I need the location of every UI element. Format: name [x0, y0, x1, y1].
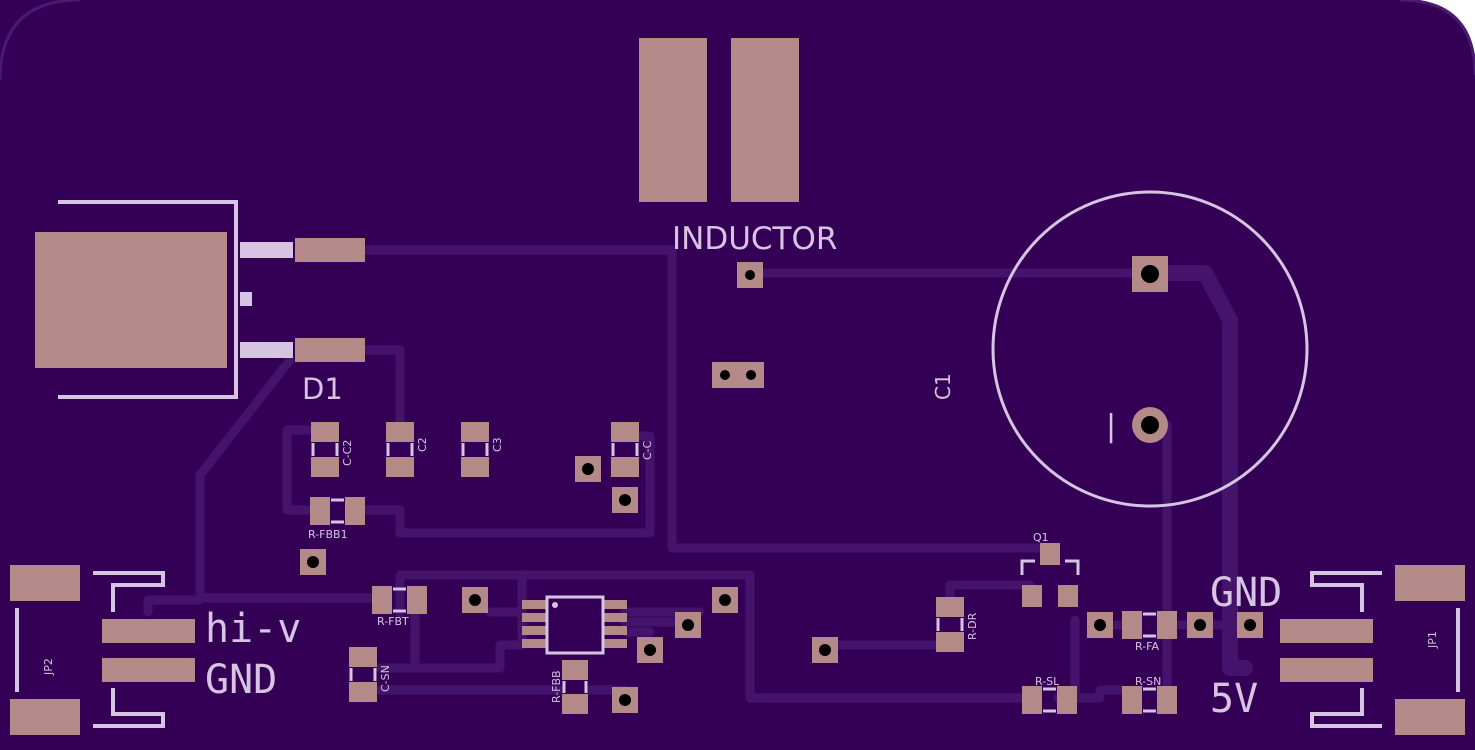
board-outline-corner-left: [0, 0, 81, 81]
c1-outline: [991, 190, 1309, 508]
jp2-outline-top: [93, 571, 165, 612]
jp1-pin-1[interactable]: [1280, 619, 1373, 643]
jp1-mount-pad-bottom[interactable]: [1395, 699, 1465, 735]
jp1-pin-2[interactable]: [1280, 658, 1373, 682]
capacitor-c-sn[interactable]: C-SN: [349, 647, 392, 702]
jp1-outline-bottom: [1310, 688, 1382, 728]
ic-outline: [545, 595, 605, 655]
capacitor-c-c[interactable]: C-C: [611, 422, 654, 477]
c1-polarity-mark: |: [1106, 409, 1116, 444]
c2-label: C2: [416, 437, 429, 452]
resistor-r-dr[interactable]: R-DR: [936, 597, 979, 652]
resistor-r-fbt[interactable]: R-FBT: [372, 586, 427, 628]
via-group-top: [712, 262, 764, 388]
connector-jp2[interactable]: JP2 hi-v GND: [10, 565, 301, 735]
board-outline-corner-right: [1399, 0, 1475, 76]
d1-lead-bottom: [240, 342, 293, 358]
jp2-label: JP2: [42, 658, 55, 676]
jp2-mount-pad-top[interactable]: [10, 565, 80, 601]
r-sn-label: R-SN: [1135, 675, 1161, 688]
resistor-r-fa[interactable]: R-FA: [1122, 611, 1177, 653]
jp1-label: JP1: [1426, 631, 1439, 649]
capacitor-c3[interactable]: C3: [461, 422, 504, 477]
d1-pad-1[interactable]: [295, 238, 365, 262]
r-sl-label: R-SL: [1035, 675, 1060, 688]
d1-tab-pad[interactable]: [35, 232, 227, 368]
connector-jp1[interactable]: JP1 GND 5V: [1210, 565, 1465, 735]
d1-outline: [58, 200, 238, 399]
jp2-pin-1[interactable]: [102, 619, 195, 643]
r-fbt-label: R-FBT: [377, 615, 409, 628]
hi-v-label: hi-v: [205, 606, 301, 652]
q1-label: Q1: [1033, 531, 1049, 544]
r-fbb-label: R-FBB: [550, 670, 563, 703]
c1-label: C1: [931, 373, 955, 400]
resistor-r-sl[interactable]: R-SL: [1022, 675, 1077, 714]
inductor-pad-1[interactable]: [639, 38, 707, 202]
vias: [300, 456, 1263, 713]
capacitor-c-c2[interactable]: C-C2: [311, 422, 354, 477]
c-c2-label: C-C2: [341, 440, 354, 466]
inductor-label: INDUCTOR: [672, 221, 837, 257]
five-v-label: 5V: [1210, 676, 1258, 722]
r-fbb1-label: R-FBB1: [308, 528, 348, 541]
resistor-r-fbb1[interactable]: R-FBB1: [308, 497, 365, 541]
r-fa-label: R-FA: [1135, 640, 1159, 653]
capacitor-c1[interactable]: | C1: [931, 190, 1309, 508]
q1-outline: [1020, 559, 1080, 575]
ic-regulator[interactable]: [522, 595, 627, 655]
jp2-mount-pad-bottom[interactable]: [10, 699, 80, 735]
d1-pad-2[interactable]: [295, 338, 365, 362]
gnd-right-label: GND: [1210, 570, 1282, 616]
r-dr-label: R-DR: [966, 612, 979, 640]
resistor-r-fbb[interactable]: R-FBB: [550, 660, 588, 714]
capacitor-c2[interactable]: C2: [386, 422, 429, 477]
jp2-outline-bottom: [93, 688, 165, 728]
jp1-outline-top: [1310, 571, 1382, 612]
inductor-pad-2[interactable]: [731, 38, 799, 202]
ic-pin1-dot: [552, 602, 558, 608]
d1-lead-top: [240, 242, 293, 258]
d1-lead-middle: [240, 292, 252, 306]
inductor[interactable]: INDUCTOR: [639, 38, 837, 257]
resistor-r-sn[interactable]: R-SN: [1122, 675, 1177, 714]
gnd-left-label: GND: [205, 657, 277, 703]
c-sn-label: C-SN: [379, 665, 392, 692]
diode-d1[interactable]: D1: [35, 200, 365, 406]
jp2-pin-2[interactable]: [102, 658, 195, 682]
jp1-mount-pad-top[interactable]: [1395, 565, 1465, 601]
transistor-q1[interactable]: Q1: [1020, 531, 1080, 607]
d1-label: D1: [302, 372, 343, 406]
c3-label: C3: [491, 437, 504, 452]
c-c-label: C-C: [641, 440, 654, 460]
